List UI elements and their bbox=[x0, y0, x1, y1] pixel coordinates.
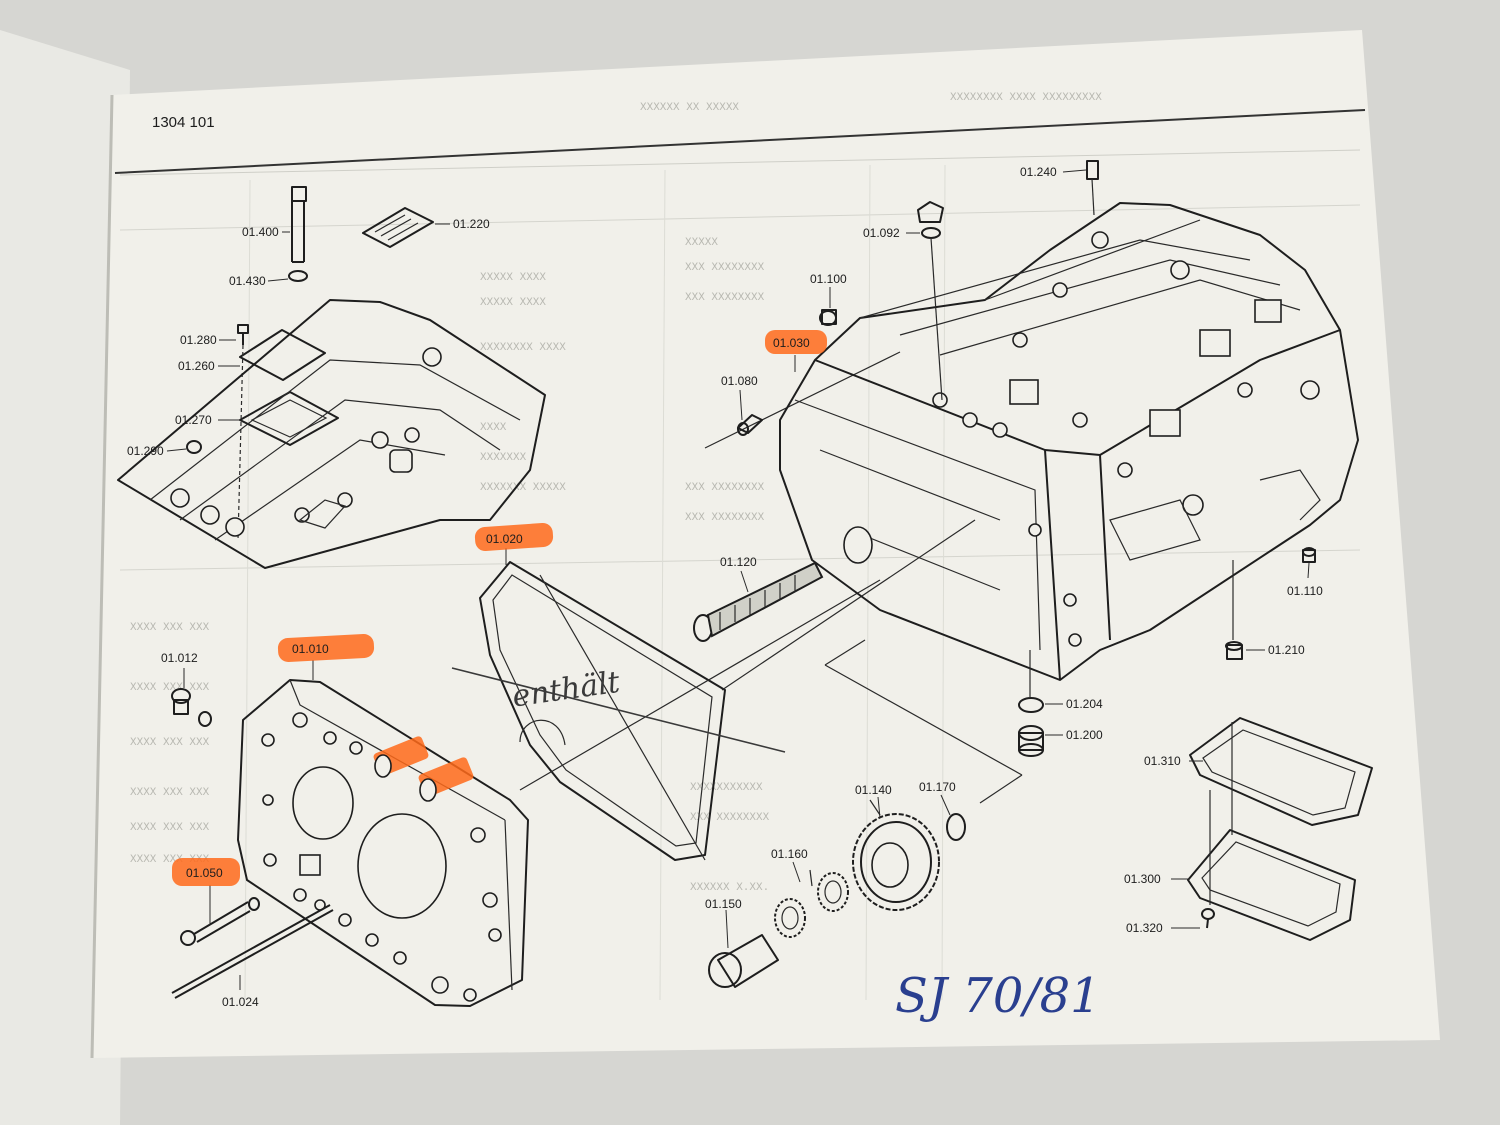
svg-text:XXXX XXX XXX: XXXX XXX XXX bbox=[130, 682, 210, 694]
label-01030: 01.030 bbox=[773, 336, 810, 350]
label-01110: 01.110 bbox=[1287, 584, 1323, 598]
breather-plug-icon bbox=[291, 186, 307, 202]
svg-text:XXX XXXXXXXX: XXX XXXXXXXX bbox=[685, 482, 765, 494]
label-01220: 01.220 bbox=[453, 217, 490, 231]
housing-top-icon bbox=[117, 299, 546, 569]
header-rule bbox=[114, 109, 1366, 174]
label-01024: 01.024 bbox=[222, 995, 259, 1009]
label-01270: 01.270 bbox=[175, 413, 212, 427]
label-01170: 01.170 bbox=[919, 780, 956, 794]
svg-text:XXXX XXX XXX: XXXX XXX XXX bbox=[130, 622, 210, 634]
housing-small-parts bbox=[819, 160, 1316, 757]
strike-line bbox=[451, 667, 786, 753]
cover-plate-icon bbox=[239, 329, 326, 381]
label-01400: 01.400 bbox=[242, 225, 279, 239]
label-01092: 01.092 bbox=[863, 226, 900, 240]
label-01050: 01.050 bbox=[186, 866, 223, 880]
label-01150: 01.150 bbox=[705, 897, 742, 911]
label-01280: 01.280 bbox=[180, 333, 217, 347]
circlip-icon bbox=[946, 813, 966, 841]
gasket-icon bbox=[479, 561, 726, 861]
svg-text:XXXXXXXX XXXX XXXXXXXXX: XXXXXXXX XXXX XXXXXXXXX bbox=[950, 92, 1102, 104]
housing-gasket-assembly bbox=[479, 351, 1023, 861]
label-01012: 01.012 bbox=[161, 651, 198, 665]
bleed-through-table: XXXXX XXXX XXXXX XXXX XXXXXXXX XXXX XXXX… bbox=[119, 92, 1361, 1001]
label-01120: 01.120 bbox=[720, 555, 757, 569]
label-01010: 01.010 bbox=[292, 642, 329, 656]
svg-text:XXX XXXXXXXX: XXX XXXXXXXX bbox=[690, 812, 770, 824]
highlight-01050 bbox=[172, 858, 240, 886]
svg-text:XXXXX: XXXXX bbox=[685, 237, 718, 249]
cover-gasket-310-icon bbox=[1189, 717, 1373, 826]
orange-highlights bbox=[172, 330, 827, 886]
part-labels: 01.400 01.220 01.430 01.280 01.260 01.27… bbox=[127, 165, 1323, 1009]
label-01430: 01.430 bbox=[229, 274, 266, 288]
highlight-01020 bbox=[474, 522, 554, 552]
label-01210: 01.210 bbox=[1268, 643, 1305, 657]
svg-text:XXXXXX XX XXXXX: XXXXXX XX XXXXX bbox=[640, 102, 739, 114]
label-01310: 01.310 bbox=[1144, 754, 1181, 768]
shaft-icon bbox=[717, 934, 779, 988]
label-01080: 01.080 bbox=[721, 374, 758, 388]
svg-text:XXXXXXX XXXXX: XXXXXXX XXXXX bbox=[480, 482, 566, 494]
leader-lines bbox=[166, 169, 1310, 990]
highlight-01010 bbox=[277, 634, 375, 662]
top-cover-assembly bbox=[117, 186, 546, 569]
gear-icon bbox=[852, 813, 940, 911]
svg-text:XXXXX XXXX: XXXXX XXXX bbox=[480, 272, 546, 284]
svg-text:XXXXXXX: XXXXXXX bbox=[480, 452, 527, 464]
label-01204: 01.204 bbox=[1066, 697, 1103, 711]
svg-text:XXX XXXXXXXX: XXX XXXXXXXX bbox=[685, 512, 765, 524]
label-01240: 01.240 bbox=[1020, 165, 1057, 179]
cover-plate-300-icon bbox=[1187, 829, 1356, 941]
svg-text:XXXX XXX XXX: XXXX XXX XXX bbox=[130, 822, 210, 834]
label-01160: 01.160 bbox=[771, 847, 808, 861]
svg-text:XXXXXXXXXXX: XXXXXXXXXXX bbox=[690, 782, 763, 794]
label-01140: 01.140 bbox=[855, 783, 892, 797]
page-number-header: 1304 101 bbox=[152, 114, 215, 131]
label-01290: 01.290 bbox=[127, 444, 164, 458]
highlight-01030 bbox=[765, 330, 827, 354]
label-01100: 01.100 bbox=[810, 272, 847, 286]
cover-gasket-icon bbox=[239, 391, 339, 446]
transmission-housing bbox=[779, 202, 1359, 681]
svg-text:XXXXXXXX XXXX: XXXXXXXX XXXX bbox=[480, 342, 566, 354]
handwritten-initials: SJ 70/81 bbox=[895, 968, 1101, 1024]
svg-text:XXXX XXX XXX: XXXX XXX XXX bbox=[130, 787, 210, 799]
svg-text:XXX XXXXXXXX: XXX XXXXXXXX bbox=[685, 292, 765, 304]
page-fold bbox=[90, 94, 114, 1059]
label-01320: 01.320 bbox=[1126, 921, 1163, 935]
gear-set bbox=[708, 799, 966, 988]
svg-text:XXXX: XXXX bbox=[480, 422, 507, 434]
svg-text:XXX XXXXXXXX: XXX XXXXXXXX bbox=[685, 262, 765, 274]
svg-text:XXXXXX X.XX.: XXXXXX X.XX. bbox=[690, 882, 769, 894]
svg-text:XXXXX XXXX: XXXXX XXXX bbox=[480, 297, 546, 309]
handwritten-annotations: enthält SJ 70/81 bbox=[451, 665, 1101, 1024]
intermediate-plate-assembly bbox=[171, 679, 529, 1007]
intermediate-plate-icon bbox=[237, 679, 529, 1007]
label-01300: 01.300 bbox=[1124, 872, 1161, 886]
housing-outline-icon bbox=[779, 202, 1359, 681]
label-01020: 01.020 bbox=[486, 532, 523, 546]
nameplate-icon bbox=[362, 207, 434, 248]
svg-text:XXXX XXX XXX: XXXX XXX XXX bbox=[130, 737, 210, 749]
paper-sheet bbox=[92, 30, 1440, 1058]
label-01260: 01.260 bbox=[178, 359, 215, 373]
seal-ring-icon bbox=[288, 270, 308, 282]
label-01200: 01.200 bbox=[1066, 728, 1103, 742]
pto-cover-assembly bbox=[1187, 717, 1373, 941]
dowel-pin bbox=[737, 414, 763, 436]
oil-strainer bbox=[693, 561, 824, 642]
